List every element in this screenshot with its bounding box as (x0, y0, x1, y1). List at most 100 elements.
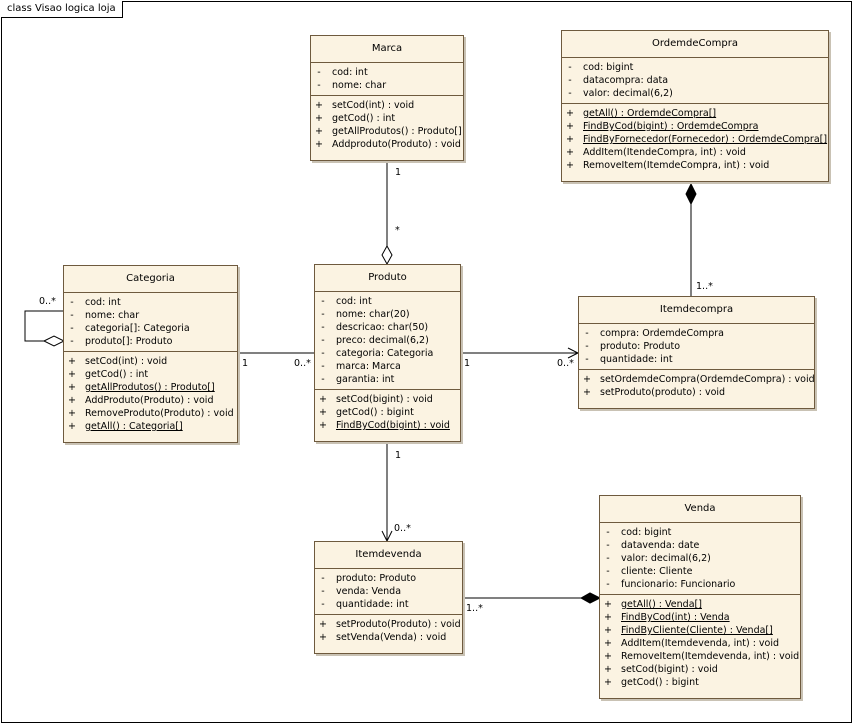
visibility-marker: + (68, 382, 76, 393)
operation-text: getCod() : int (85, 369, 149, 380)
attribute-text: compra: OrdemdeCompra (600, 328, 724, 339)
attribute-text: marca: Marca (336, 361, 401, 372)
class-categoria[interactable]: Categoria-cod: int-nome: char-categoria[… (63, 265, 238, 443)
visibility-marker: + (68, 395, 76, 406)
visibility-marker: - (606, 579, 610, 590)
operation-text: getAll() : Categoria[] (85, 421, 183, 432)
visibility-marker: - (70, 310, 74, 321)
link-categoria-self (24, 310, 63, 342)
attribute-row: -compra: OrdemdeCompra (579, 327, 814, 340)
operation-row: +RemoveItem(ItemdeCompra, int) : void (562, 159, 828, 172)
attribute-row: -cod: int (311, 66, 463, 79)
class-venda[interactable]: Venda-cod: bigint-datavenda: date-valor:… (599, 495, 801, 699)
operation-text: RemoveItem(Itemdevenda, int) : void (621, 651, 800, 662)
attribute-text: funcionario: Funcionario (621, 579, 736, 590)
visibility-marker: - (317, 67, 321, 78)
attribute-text: datavenda: date (621, 540, 700, 551)
attribute-section: -produto: Produto-venda: Venda-quantidad… (315, 569, 462, 615)
class-ordemdecompra[interactable]: OrdemdeCompra-cod: bigint-datacompra: da… (561, 30, 829, 182)
operation-row: + getCod() : int (64, 368, 237, 381)
visibility-marker: + (319, 632, 327, 643)
operation-text: AddItem(ItendeCompra, int) : void (583, 147, 746, 158)
class-name: Itemdecompra (579, 297, 814, 324)
multiplicity-label: 0..* (557, 358, 574, 369)
operation-text: getCod() : bigint (621, 677, 699, 688)
visibility-marker: - (321, 374, 325, 385)
visibility-marker: - (321, 586, 325, 597)
attribute-text: nome: char (332, 80, 387, 91)
attribute-row: -nome: char (311, 79, 463, 92)
operation-text: getAllProdutos() : Produto[] (85, 382, 215, 393)
operation-text: getCod() : int (332, 113, 396, 124)
class-name: Itemdevenda (315, 542, 462, 569)
class-itemdecompra[interactable]: Itemdecompra -compra: OrdemdeCompra-produ… (578, 296, 815, 409)
operation-text: setCod(int) : void (85, 356, 168, 367)
attribute-row: -categoria: Categoria (315, 347, 460, 360)
operation-row: +getAllProdutos() : Produto[] (311, 125, 463, 138)
attribute-text: produto: Produto (600, 341, 681, 352)
visibility-marker: - (321, 348, 325, 359)
attribute-text: cod: int (332, 67, 368, 78)
visibility-marker: + (566, 108, 574, 119)
visibility-marker: - (321, 335, 325, 346)
operation-row: +AddProduto(Produto) : void (64, 394, 237, 407)
operation-section: + setCod(int) : void + getCod() : int + getAl… (64, 352, 237, 436)
class-name: Marca (311, 36, 463, 63)
composition-diamond-venda (579, 592, 602, 604)
visibility-marker: + (68, 356, 76, 367)
operation-text: getAllProdutos() : Produto[] (332, 126, 462, 137)
operation-row: +setOrdemdeCompra(OrdemdeCompra) : void (579, 373, 815, 386)
multiplicity-label: 1..* (696, 281, 713, 292)
operation-row: +FindByCod(bigint) : void (315, 419, 460, 432)
attribute-row: -categoria[]: Categoria (64, 322, 237, 335)
visibility-marker: - (70, 336, 74, 347)
composition-diamond-ordem (685, 182, 697, 206)
multiplicity-label: * (395, 225, 400, 236)
operation-row: +getCod() : bigint (315, 406, 460, 419)
visibility-marker: - (606, 540, 610, 551)
class-marca[interactable]: Marca-cod: int-nome: char+setCod(int) : … (310, 35, 464, 161)
attribute-row: -garantia: int (315, 373, 460, 386)
visibility-marker: + (604, 651, 612, 662)
visibility-marker: + (319, 420, 327, 431)
operation-row: +setProduto(Produto) : void (315, 618, 462, 631)
operation-text: setCod(bigint) : void (621, 664, 718, 675)
operation-row: +setVenda(Venda) : void (315, 631, 462, 644)
operation-text: getAll() : OrdemdeCompra[] (583, 108, 717, 119)
visibility-marker: + (319, 394, 327, 405)
visibility-marker: + (68, 369, 76, 380)
attribute-row: -nome: char(20) (315, 308, 460, 321)
multiplicity-label: 1 (395, 450, 402, 461)
attribute-text: nome: char(20) (336, 309, 410, 320)
operation-row: +setCod(bigint) : void (600, 663, 800, 676)
operation-text: setCod(bigint) : void (336, 394, 433, 405)
attribute-row: -produto[]: Produto (64, 335, 237, 348)
operation-text: setProduto(Produto) : void (336, 619, 461, 630)
class-produto[interactable]: Produto-cod: int-nome: char(20)-descrica… (314, 264, 461, 442)
operation-text: FindByCod(bigint) : OrdemdeCompra (583, 121, 759, 132)
visibility-marker: - (585, 341, 589, 352)
attribute-row: -funcionario: Funcionario (600, 578, 800, 591)
attribute-row: -valor: decimal(6,2) (562, 87, 828, 100)
visibility-marker: - (606, 553, 610, 564)
attribute-section: -cod: int-nome: char(20)-descricao: char… (315, 292, 460, 390)
attribute-row: -quantidade: int (579, 353, 814, 366)
operation-row: +AddItem(Itemdevenda, int) : void (600, 637, 800, 650)
attribute-row: -valor: decimal(6,2) (600, 552, 800, 565)
class-itemdevenda[interactable]: Itemdevenda-produto: Produto-venda: Vend… (314, 541, 463, 654)
operation-text: FindByCod(int) : Venda (621, 612, 730, 623)
attribute-text: cod: bigint (621, 527, 672, 538)
visibility-marker: - (321, 296, 325, 307)
visibility-marker: + (68, 408, 76, 419)
visibility-marker: + (319, 407, 327, 418)
attribute-text: datacompra: data (583, 75, 669, 86)
attribute-row: -produto: Produto (315, 572, 462, 585)
attribute-row: -datavenda: date (600, 539, 800, 552)
attribute-row: -cod: int (64, 296, 237, 309)
attribute-row: -cliente: Cliente (600, 565, 800, 578)
visibility-marker: - (70, 323, 74, 334)
operation-text: AddItem(Itemdevenda, int) : void (621, 638, 780, 649)
operation-text: getAll() : Venda[] (621, 599, 702, 610)
operation-row: + getAllProdutos() : Produto[] (64, 381, 237, 394)
attribute-text: cod: int (85, 297, 121, 308)
